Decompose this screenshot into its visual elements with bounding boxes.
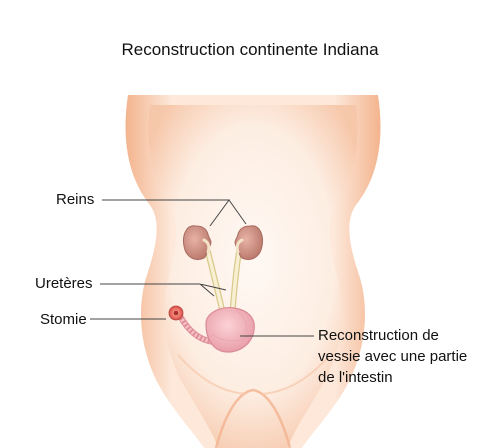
leg-crease <box>214 388 292 448</box>
label-reins: Reins <box>56 191 95 208</box>
leader-reins <box>102 199 247 227</box>
label-reconstruction-line-3: de l'intestin <box>318 369 393 386</box>
label-reconstruction-line-1: Reconstruction de <box>318 327 439 344</box>
right-kidney <box>234 225 263 260</box>
left-kidney <box>183 225 212 260</box>
label-ureteres: Uretères <box>35 275 93 292</box>
leader-lines <box>90 199 314 337</box>
label-reconstruction-line-2: vessie avec une partie <box>318 348 468 365</box>
leader-ureteres <box>100 283 227 297</box>
groin-right <box>261 354 331 395</box>
label-stomie: Stomie <box>40 311 87 328</box>
groin-left <box>177 354 247 395</box>
stoma <box>168 305 184 321</box>
diagram-title: Reconstruction continente Indiana <box>121 40 379 59</box>
label-reconstruction: Reconstruction de vessie avec une partie… <box>318 325 496 388</box>
torso-highlight <box>148 105 358 448</box>
